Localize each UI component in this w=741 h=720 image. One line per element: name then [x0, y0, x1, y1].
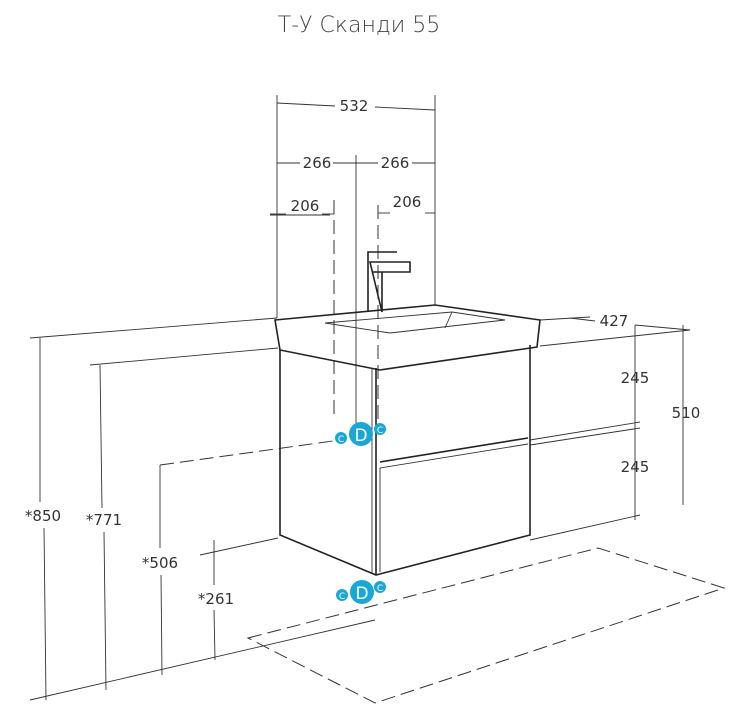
faucet: [367, 251, 411, 313]
dim-drawer-bottom: 245: [621, 458, 650, 476]
dim-offset-left: 206: [291, 197, 320, 215]
dim-height-850: *850: [25, 507, 61, 525]
dim-height-506: *506: [142, 554, 178, 572]
hot-water-icon: [374, 423, 386, 435]
cabinet: [279, 345, 531, 576]
icon-label: C: [338, 435, 344, 445]
extension-lines: [29, 95, 691, 701]
icon-label: D: [354, 426, 367, 446]
dim-half-left: 266: [303, 154, 332, 172]
dim-drawer-top: 245: [621, 369, 650, 387]
floor-outline: [246, 547, 726, 704]
height-dimensions: [39, 338, 216, 701]
dim-body-height: 510: [672, 404, 701, 422]
dim-total-width: 532: [340, 97, 369, 115]
cold-water-icon: [336, 589, 348, 601]
icon-label: C: [377, 426, 383, 436]
dim-offset-right: 206: [393, 193, 422, 211]
icon-label: C: [377, 584, 383, 594]
drain-icon: [349, 422, 373, 446]
dim-height-261: *261: [198, 590, 234, 608]
icon-label: D: [355, 584, 368, 604]
lower-connections: C D C: [336, 580, 386, 604]
dim-half-right: 266: [381, 154, 410, 172]
dim-height-771: *771: [86, 511, 122, 529]
cold-water-icon: [335, 432, 347, 444]
drain-icon: [350, 580, 374, 604]
drawing-title: Т-У Сканди 55: [278, 13, 440, 38]
washbasin: [274, 304, 541, 371]
width-dimensions: [270, 102, 691, 331]
dim-depth: 427: [600, 312, 629, 330]
hot-water-icon: [374, 581, 386, 593]
icon-label: C: [339, 592, 345, 602]
upper-connections: C D C: [335, 422, 386, 446]
